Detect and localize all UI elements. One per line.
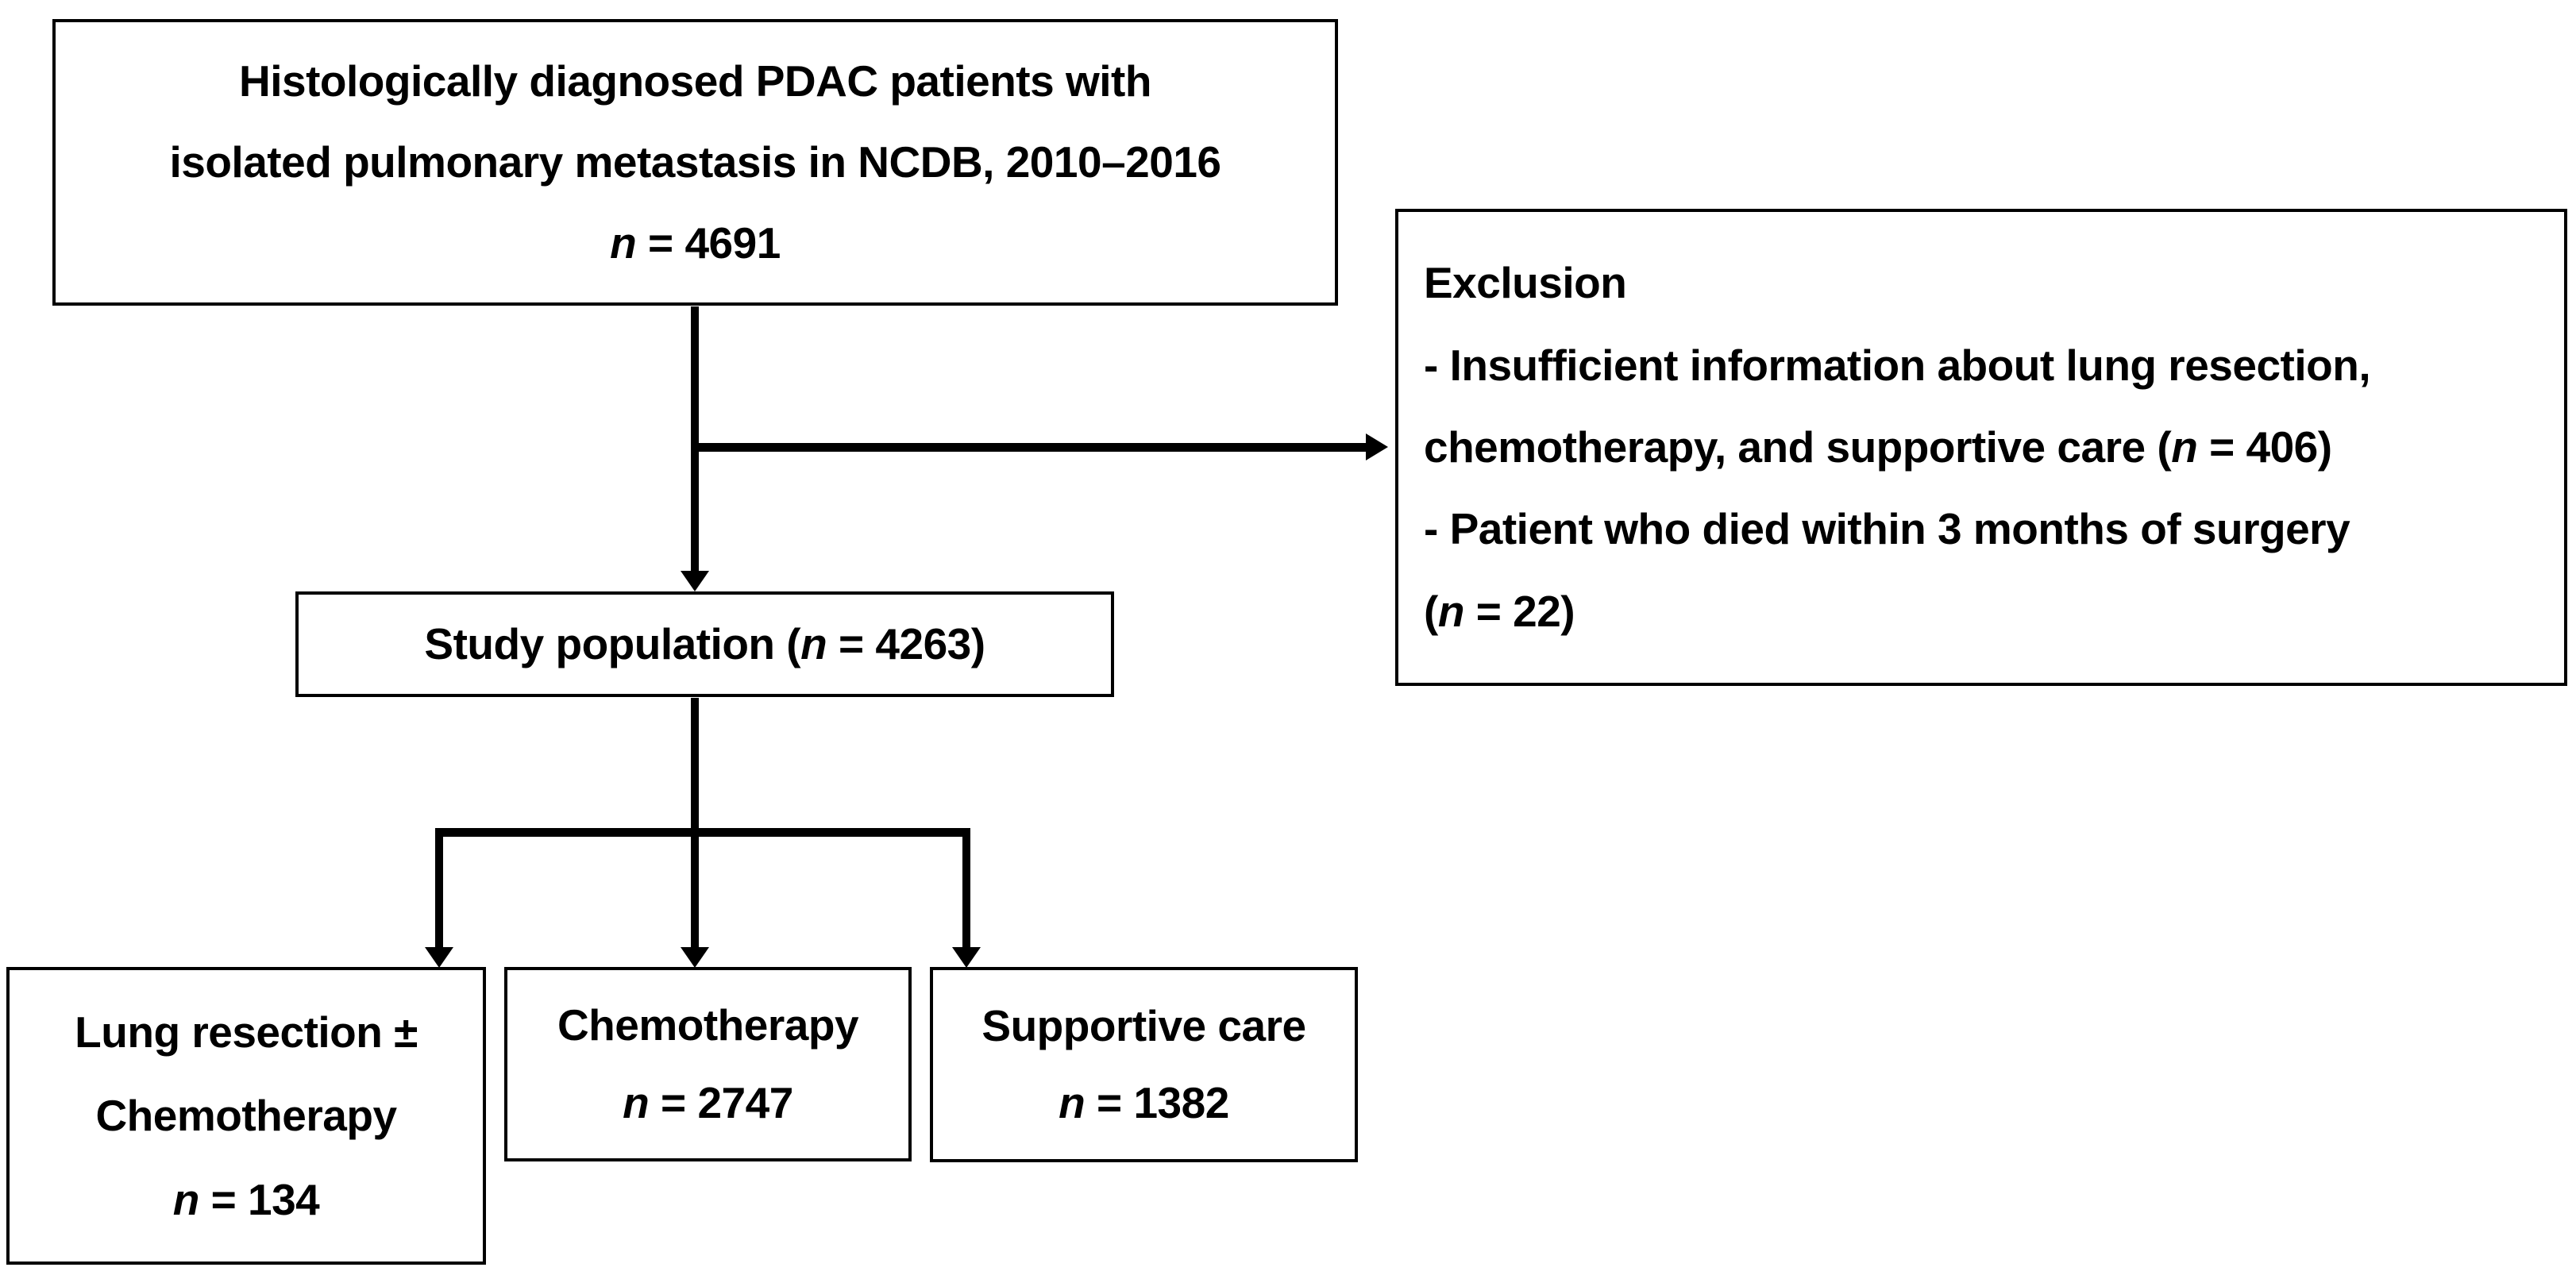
n-symbol: n xyxy=(1437,586,1465,636)
n-symbol: n xyxy=(1059,1078,1086,1128)
connector-to-exclusion xyxy=(695,443,1366,452)
connector-top-to-study xyxy=(691,306,699,571)
exclusion-title: Exclusion xyxy=(1424,258,1627,308)
top-population-line1: Histologically diagnosed PDAC patients w… xyxy=(239,56,1151,106)
arrowhead-down-icon xyxy=(681,947,709,968)
bullet2-text: ( xyxy=(1424,586,1438,636)
arrowhead-right-icon xyxy=(1366,433,1388,460)
connector-branch-to-supportive-care xyxy=(962,828,970,947)
top-population-line2: isolated pulmonary metastasis in NCDB, 2… xyxy=(169,137,1221,187)
exclusion-box: Exclusion - Insufficient information abo… xyxy=(1395,209,2567,686)
study-text: Study population ( xyxy=(424,619,801,668)
bullet1-text: chemotherapy, and supportive care ( xyxy=(1424,422,2172,472)
top-population-count: n = 4691 xyxy=(56,221,1335,265)
chemotherapy-label: Chemotherapy xyxy=(557,1000,859,1050)
connector-study-to-branch xyxy=(691,698,699,947)
lung-resection-count: n = 134 xyxy=(10,1174,483,1224)
connector-branch-to-lung-resection xyxy=(435,828,443,947)
exclusion-bullet2-line1: - Patient who died within 3 months of su… xyxy=(1424,504,2350,554)
n-value: = 4263) xyxy=(827,619,985,668)
arrowhead-down-icon xyxy=(952,947,981,968)
n-value: = 134 xyxy=(199,1174,320,1224)
supportive-care-box: Supportive care n = 1382 xyxy=(930,967,1358,1162)
n-symbol: n xyxy=(800,619,827,668)
study-population-label: Study population (n = 4263) xyxy=(299,622,1111,666)
n-symbol: n xyxy=(2171,422,2198,472)
n-symbol: n xyxy=(623,1077,650,1127)
branch-bar xyxy=(435,828,970,837)
n-value: = 2747 xyxy=(649,1077,793,1127)
top-population-box: Histologically diagnosed PDAC patients w… xyxy=(52,19,1338,306)
chemotherapy-box: Chemotherapy n = 2747 xyxy=(504,967,912,1161)
lung-resection-line1: Lung resection ± xyxy=(75,1007,418,1057)
study-population-box: Study population (n = 4263) xyxy=(295,591,1114,697)
arrowhead-down-icon xyxy=(425,947,453,968)
n-value: = 1382 xyxy=(1085,1078,1229,1128)
lung-resection-box: Lung resection ± Chemotherapy n = 134 xyxy=(6,967,486,1265)
n-symbol: n xyxy=(172,1174,200,1224)
lung-resection-line2: Chemotherapy xyxy=(95,1091,397,1140)
n-value: = 406) xyxy=(2197,422,2332,472)
chemotherapy-count: n = 2747 xyxy=(507,1077,908,1127)
n-symbol: n xyxy=(610,218,637,268)
exclusion-bullet2-line2: (n = 22) xyxy=(1424,586,2548,636)
supportive-care-count: n = 1382 xyxy=(933,1081,1355,1125)
supportive-care-label: Supportive care xyxy=(981,1000,1306,1050)
n-value: = 4691 xyxy=(636,218,781,268)
exclusion-bullet1-line2: chemotherapy, and supportive care (n = 4… xyxy=(1424,425,2548,469)
exclusion-bullet1-line1: - Insufficient information about lung re… xyxy=(1424,340,2371,390)
arrowhead-down-icon xyxy=(681,571,709,591)
n-value: = 22) xyxy=(1463,586,1575,636)
